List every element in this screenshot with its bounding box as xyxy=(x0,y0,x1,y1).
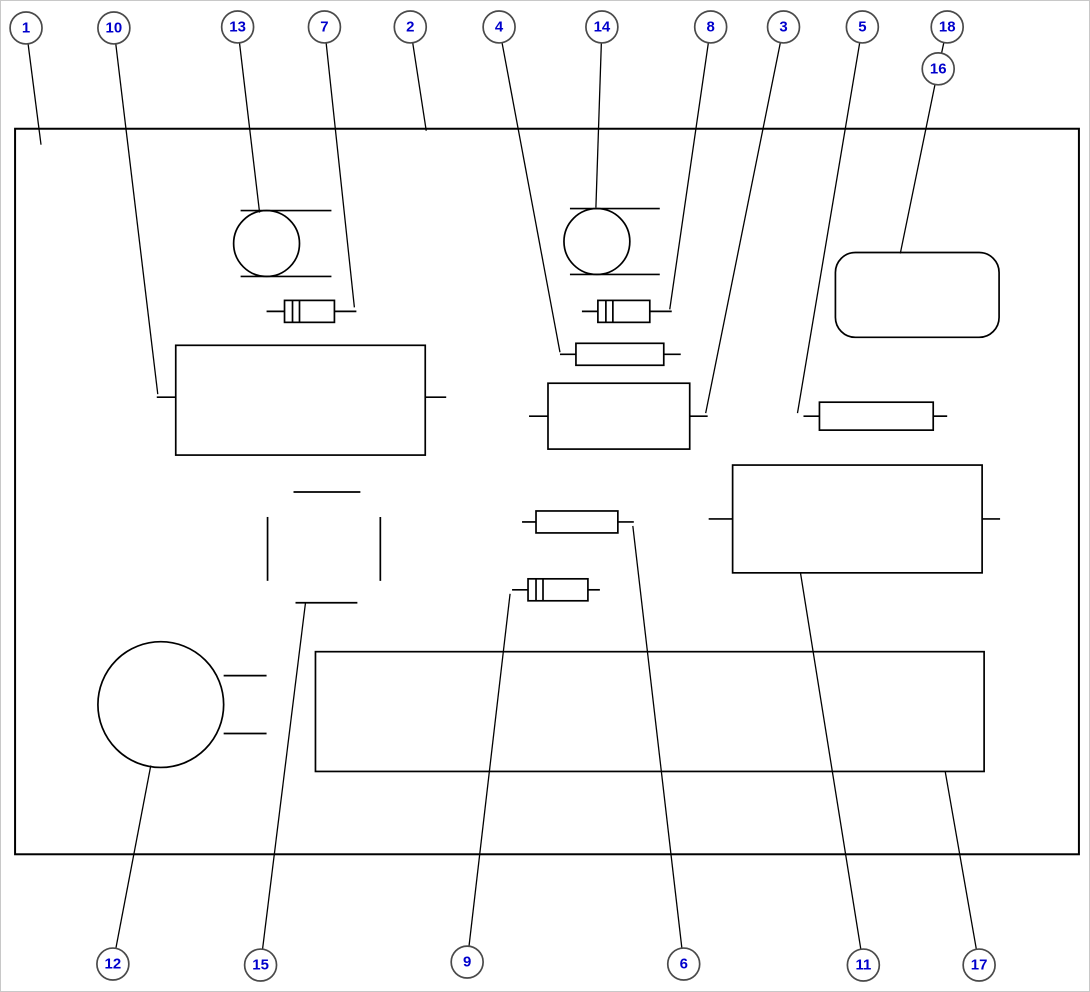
callout-7: 7 xyxy=(307,10,342,44)
callout-circle xyxy=(962,948,996,982)
leader-line-11 xyxy=(799,572,864,966)
callout-label: 4 xyxy=(495,18,504,35)
callout-label: 1 xyxy=(22,19,30,36)
callout-label: 2 xyxy=(406,18,414,35)
callout-circle xyxy=(585,10,619,44)
callout-label: 5 xyxy=(858,18,866,35)
callout-circle xyxy=(97,11,131,45)
leader-line-14 xyxy=(595,26,603,208)
callout-circle xyxy=(921,52,956,86)
body xyxy=(547,382,691,450)
callout-label: 12 xyxy=(105,956,122,973)
callout-circle xyxy=(393,10,428,44)
small-component-center xyxy=(581,299,672,324)
callout-14: 14 xyxy=(585,10,619,44)
leader-line-8 xyxy=(669,26,712,310)
callout-circle xyxy=(846,948,881,982)
callout-9: 9 xyxy=(450,945,484,979)
round-component-body xyxy=(97,640,225,769)
callout-17: 17 xyxy=(962,948,996,982)
callout-label: 16 xyxy=(930,60,947,77)
callout-circle xyxy=(96,947,130,981)
body xyxy=(174,344,427,456)
leader-line-5 xyxy=(796,26,863,414)
leader-line-4 xyxy=(498,26,561,353)
callout-label: 17 xyxy=(971,957,988,974)
callout-8: 8 xyxy=(693,10,728,44)
leader-line-17 xyxy=(944,771,980,966)
callout-label: 3 xyxy=(779,18,787,35)
callout-circle xyxy=(693,10,728,44)
leader-line-16 xyxy=(899,68,939,254)
callout-4: 4 xyxy=(482,10,516,44)
resistor-center-mid xyxy=(522,510,634,534)
body xyxy=(535,510,619,534)
callout-label: 6 xyxy=(680,956,688,973)
leader-line-2 xyxy=(409,26,427,131)
callout-circle xyxy=(930,10,965,44)
callout-circle xyxy=(845,10,880,44)
resistor-center-upper xyxy=(559,342,681,367)
leader-line-6 xyxy=(632,525,685,965)
callout-6: 6 xyxy=(666,947,701,981)
callout-circle xyxy=(243,948,278,982)
body xyxy=(527,577,589,602)
body xyxy=(731,464,983,574)
callout-11: 11 xyxy=(846,948,881,982)
leader-line-7 xyxy=(323,26,356,308)
callout-circle xyxy=(482,10,516,44)
callout-label: 13 xyxy=(229,18,246,35)
leader-line-15 xyxy=(259,602,307,966)
callout-10: 10 xyxy=(97,11,131,45)
resistor-right xyxy=(803,401,948,431)
leader-line-1 xyxy=(25,27,42,145)
small-component-lower xyxy=(512,577,600,602)
callout-3: 3 xyxy=(766,10,801,44)
callout-circle xyxy=(307,10,342,44)
round-component xyxy=(97,640,267,769)
callout-circle xyxy=(666,947,701,981)
callout-circle xyxy=(450,945,484,979)
callout-16: 16 xyxy=(921,52,956,86)
leader-line-9 xyxy=(466,593,511,963)
capacitor-left xyxy=(232,209,332,278)
callout-12: 12 xyxy=(96,947,130,981)
rounded-module xyxy=(834,251,1000,339)
module-center xyxy=(529,382,708,450)
callout-label: 7 xyxy=(320,18,328,35)
leader-line-10 xyxy=(113,27,159,395)
callout-circle xyxy=(766,10,801,44)
leader-line-13 xyxy=(236,26,261,213)
callout-15: 15 xyxy=(243,948,278,982)
callout-label: 10 xyxy=(106,19,123,36)
callout-1: 1 xyxy=(9,11,43,45)
callout-13: 13 xyxy=(220,10,255,44)
callout-label: 15 xyxy=(252,957,269,974)
body xyxy=(575,342,665,367)
callout-18: 18 xyxy=(930,10,965,44)
small-component-left xyxy=(266,299,357,324)
module-left xyxy=(156,344,447,456)
callout-circle xyxy=(9,11,43,45)
callout-circle xyxy=(220,10,255,44)
body xyxy=(818,401,935,431)
callout-label: 18 xyxy=(939,18,956,35)
leader-line-12 xyxy=(112,765,152,965)
callout-label: 11 xyxy=(855,957,871,974)
callout-5: 5 xyxy=(845,10,880,44)
socket-component xyxy=(266,491,382,604)
callout-2: 2 xyxy=(393,10,428,44)
capacitor-center-body xyxy=(563,207,631,276)
capacitor-center xyxy=(563,207,660,276)
callout-label: 14 xyxy=(594,18,611,35)
callout-label: 8 xyxy=(707,18,715,35)
leader-line-3 xyxy=(705,26,785,414)
module-right xyxy=(708,464,1001,574)
capacitor-left-body xyxy=(232,209,301,278)
callout-label: 9 xyxy=(463,954,471,971)
